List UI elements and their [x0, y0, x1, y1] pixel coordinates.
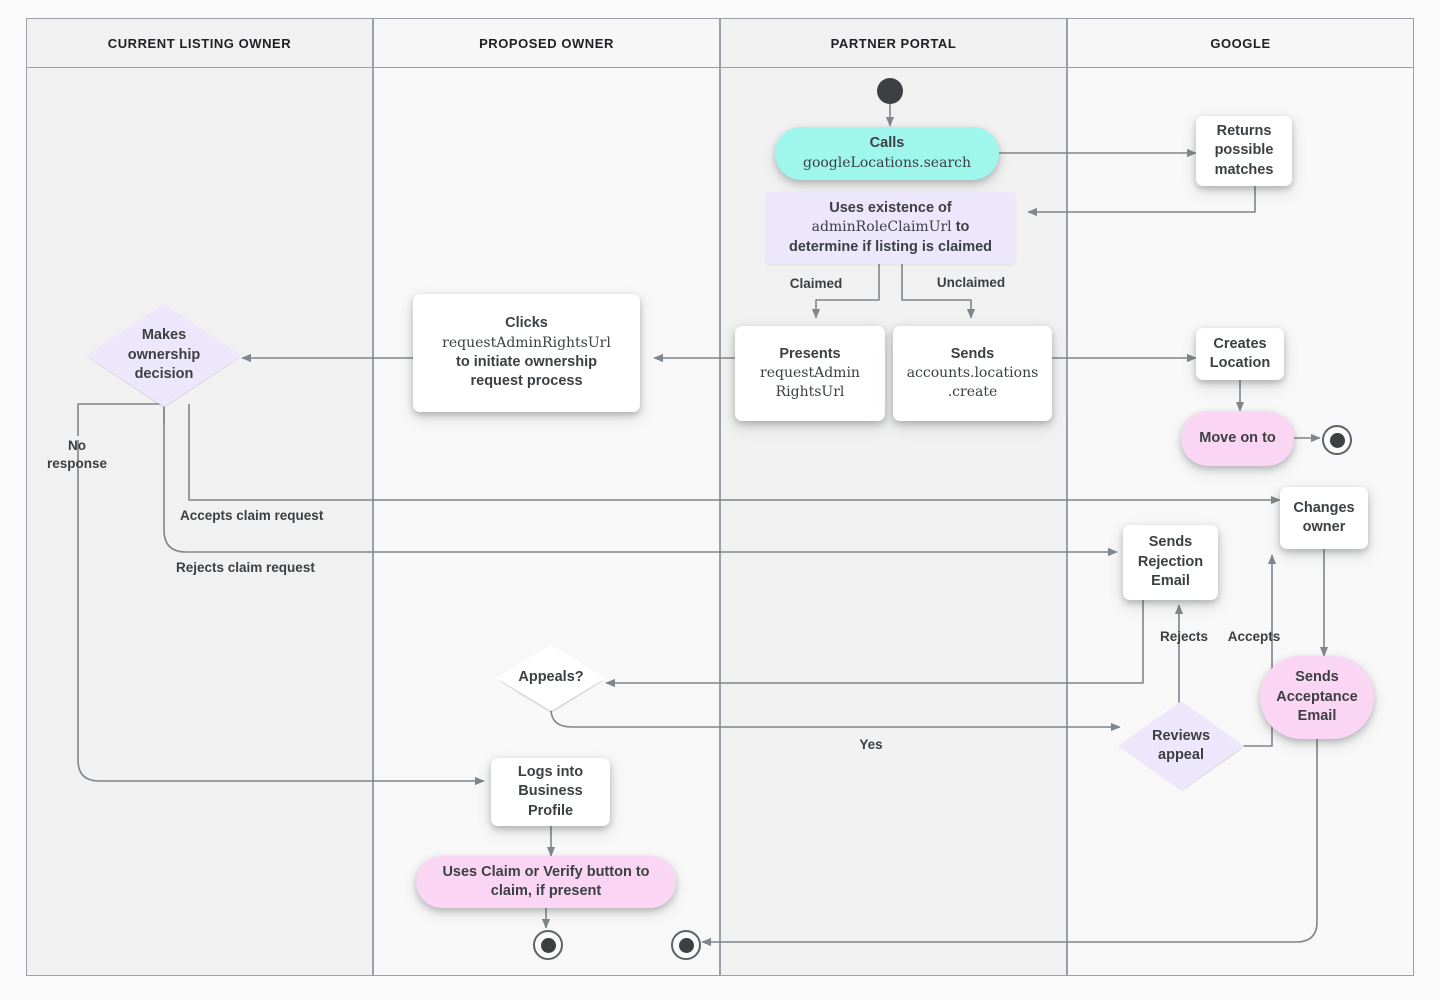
- node-line-2: adminRoleClaimUrl to: [812, 218, 970, 237]
- node-sends-accounts-locations-create[interactable]: Sends accounts.locations .create: [893, 326, 1052, 421]
- node-label: Sends Acceptance Email: [1276, 669, 1358, 725]
- node-uses-claim-or-verify-button[interactable]: Uses Claim or Verify button to claim, if…: [416, 856, 676, 908]
- node-presents-request-admin-rights-url[interactable]: Presents requestAdmin RightsUrl: [735, 326, 885, 421]
- node-line-1: Presents: [779, 346, 841, 363]
- node-line-1: Clicks: [505, 315, 548, 332]
- node-line-1: Sends: [950, 346, 995, 363]
- edge-label-unclaimed: Unclaimed: [936, 275, 1006, 290]
- lane-label: PROPOSED OWNER: [479, 35, 614, 51]
- node-uses-existence-admin-role-claim-url[interactable]: Uses existence of adminRoleClaimUrl to d…: [766, 192, 1015, 264]
- node-clicks-request-admin-rights-url[interactable]: Clicks requestAdminRightsUrl to initiate…: [413, 294, 640, 412]
- node-line-2: to initiate ownership: [456, 353, 597, 370]
- node-line-1: Uses existence of: [829, 199, 952, 216]
- node-label: Move on to: [1199, 429, 1276, 446]
- lane-body-proposed-owner: [373, 68, 720, 976]
- node-code-line-1: accounts.locations: [906, 365, 1039, 382]
- node-line-1: Calls: [869, 135, 905, 152]
- node-label: Appeals?: [518, 669, 584, 686]
- edge-label-rejects-claim-request: Rejects claim request: [176, 560, 315, 575]
- edge-label-yes: Yes: [859, 737, 883, 752]
- edge-label-rejects: Rejects: [1159, 629, 1209, 644]
- edge-label-accepts: Accepts: [1227, 629, 1281, 644]
- node-code-admin-role-claim-url: adminRoleClaimUrl: [811, 219, 952, 236]
- end-node-proposed-owner-appeal: [671, 930, 701, 960]
- node-calls-google-locations-search[interactable]: Calls googleLocations.search: [775, 127, 999, 180]
- lane-label: CURRENT LISTING OWNER: [107, 35, 292, 51]
- node-line-3: request process: [470, 373, 583, 390]
- start-node-partner-portal: [877, 78, 903, 104]
- lane-header-proposed-owner: PROPOSED OWNER: [373, 18, 720, 68]
- node-line-3: determine if listing is claimed: [788, 238, 993, 255]
- node-label: Uses Claim or Verify button to claim, if…: [442, 863, 650, 899]
- node-code-google-locations-search: googleLocations.search: [802, 154, 971, 171]
- edge-label-claimed: Claimed: [789, 276, 843, 291]
- node-sends-rejection-email[interactable]: Sends Rejection Email: [1123, 525, 1218, 600]
- lane-header-partner-portal: PARTNER PORTAL: [720, 18, 1067, 68]
- node-label: Returns possible matches: [1214, 122, 1274, 178]
- edge-label-no-response: No response: [46, 438, 108, 471]
- node-code-line-1: requestAdmin: [760, 365, 860, 382]
- lane-label: GOOGLE: [1210, 35, 1271, 51]
- edge-label-accepts-claim-request: Accepts claim request: [180, 508, 324, 523]
- node-code-line-2: RightsUrl: [775, 384, 845, 401]
- node-sends-acceptance-email[interactable]: Sends Acceptance Email: [1260, 656, 1374, 739]
- lane-header-google: GOOGLE: [1067, 18, 1414, 68]
- lane-header-current-listing-owner: CURRENT LISTING OWNER: [26, 18, 373, 68]
- node-label: Logs into Business Profile: [517, 763, 584, 819]
- end-node-proposed-owner: [533, 930, 563, 960]
- node-logs-into-business-profile[interactable]: Logs into Business Profile: [491, 758, 610, 826]
- node-label: Sends Rejection Email: [1137, 534, 1204, 590]
- node-changes-owner[interactable]: Changes owner: [1280, 487, 1368, 549]
- lane-label: PARTNER PORTAL: [830, 35, 957, 51]
- node-line-2-suffix: to: [951, 219, 970, 236]
- node-label: Reviews appeal: [1151, 727, 1211, 763]
- node-code-line-2: .create: [947, 384, 998, 401]
- node-code-request-admin-rights-url: requestAdminRightsUrl: [442, 334, 611, 351]
- node-returns-possible-matches[interactable]: Returns possible matches: [1196, 116, 1292, 186]
- node-label: Creates Location: [1209, 335, 1271, 371]
- node-label: Changes owner: [1293, 499, 1355, 535]
- node-label: Makes ownership decision: [127, 327, 201, 383]
- node-move-on-to[interactable]: Move on to: [1181, 411, 1294, 466]
- node-creates-location[interactable]: Creates Location: [1196, 328, 1284, 380]
- end-node-google: [1322, 425, 1352, 455]
